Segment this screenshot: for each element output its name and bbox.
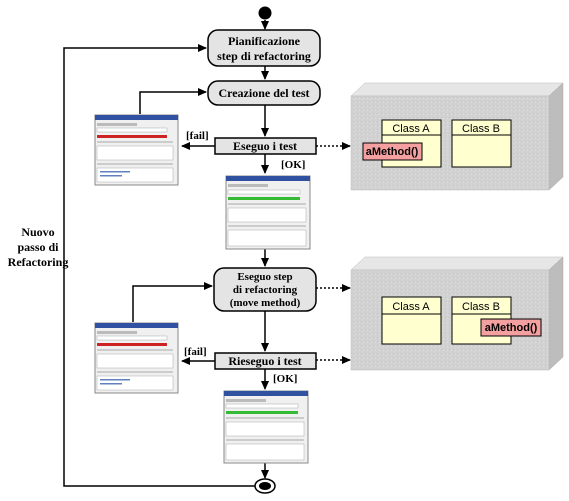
ok-label-1: [OK] bbox=[281, 159, 305, 171]
node-creazione-test: Creazione del test bbox=[207, 80, 321, 106]
loop-label-1: Nuovo bbox=[21, 225, 54, 239]
uml-after-method-label: aMethod() bbox=[485, 322, 538, 334]
uml-before-method: aMethod() bbox=[362, 142, 423, 161]
uml-before-class-a-label: Class A bbox=[392, 123, 430, 135]
loop-label-3: Refactoring bbox=[8, 255, 69, 269]
start-node bbox=[258, 6, 272, 20]
eseguo-step-label-2: di refactoring bbox=[233, 284, 298, 296]
fail-label-1: [fail] bbox=[186, 130, 209, 142]
test-runner-ok-thumbnail-1 bbox=[225, 175, 311, 250]
pianificazione-label-1: Pianificazione bbox=[228, 34, 301, 48]
uml-block-after: Class A Class B aMethod() bbox=[350, 256, 564, 371]
fail-label-2: [fail] bbox=[184, 346, 207, 358]
uml-before-class-b-label: Class B bbox=[462, 123, 500, 135]
test-runner-fail-thumbnail-1 bbox=[94, 114, 179, 186]
uml-after-class-a-label: Class A bbox=[392, 301, 430, 313]
uml-after-method: aMethod() bbox=[480, 318, 542, 337]
uml-block-before: Class A Class B aMethod() bbox=[350, 82, 564, 191]
ok-label-2: [OK] bbox=[273, 373, 297, 385]
eseguo-test-label: Eseguo i test bbox=[233, 139, 297, 153]
eseguo-step-label-1: Eseguo step bbox=[237, 271, 292, 283]
test-runner-ok-thumbnail-2 bbox=[223, 390, 309, 464]
test-runner-fail-thumbnail-2 bbox=[94, 322, 179, 394]
creazione-test-label: Creazione del test bbox=[218, 86, 309, 100]
node-eseguo-test: Eseguo i test bbox=[214, 137, 317, 155]
node-pianificazione: Pianificazione step di refactoring bbox=[207, 29, 321, 67]
rieseguo-test-label: Rieseguo i test bbox=[228, 354, 301, 368]
pianificazione-label-2: step di refactoring bbox=[217, 49, 311, 63]
uml-after-class-b-label: Class B bbox=[462, 301, 500, 313]
node-eseguo-step: Eseguo step di refactoring (move method) bbox=[213, 267, 317, 312]
loop-label-2: passo di bbox=[17, 240, 59, 254]
end-node bbox=[254, 478, 276, 494]
eseguo-step-label-3: (move method) bbox=[230, 297, 301, 309]
uml-before-method-label: aMethod() bbox=[366, 146, 419, 158]
node-rieseguo-test: Rieseguo i test bbox=[214, 352, 317, 370]
uml-before-class-b: Class B bbox=[451, 119, 512, 168]
uml-after-class-a: Class A bbox=[381, 296, 442, 345]
loop-back-edge bbox=[63, 44, 255, 487]
